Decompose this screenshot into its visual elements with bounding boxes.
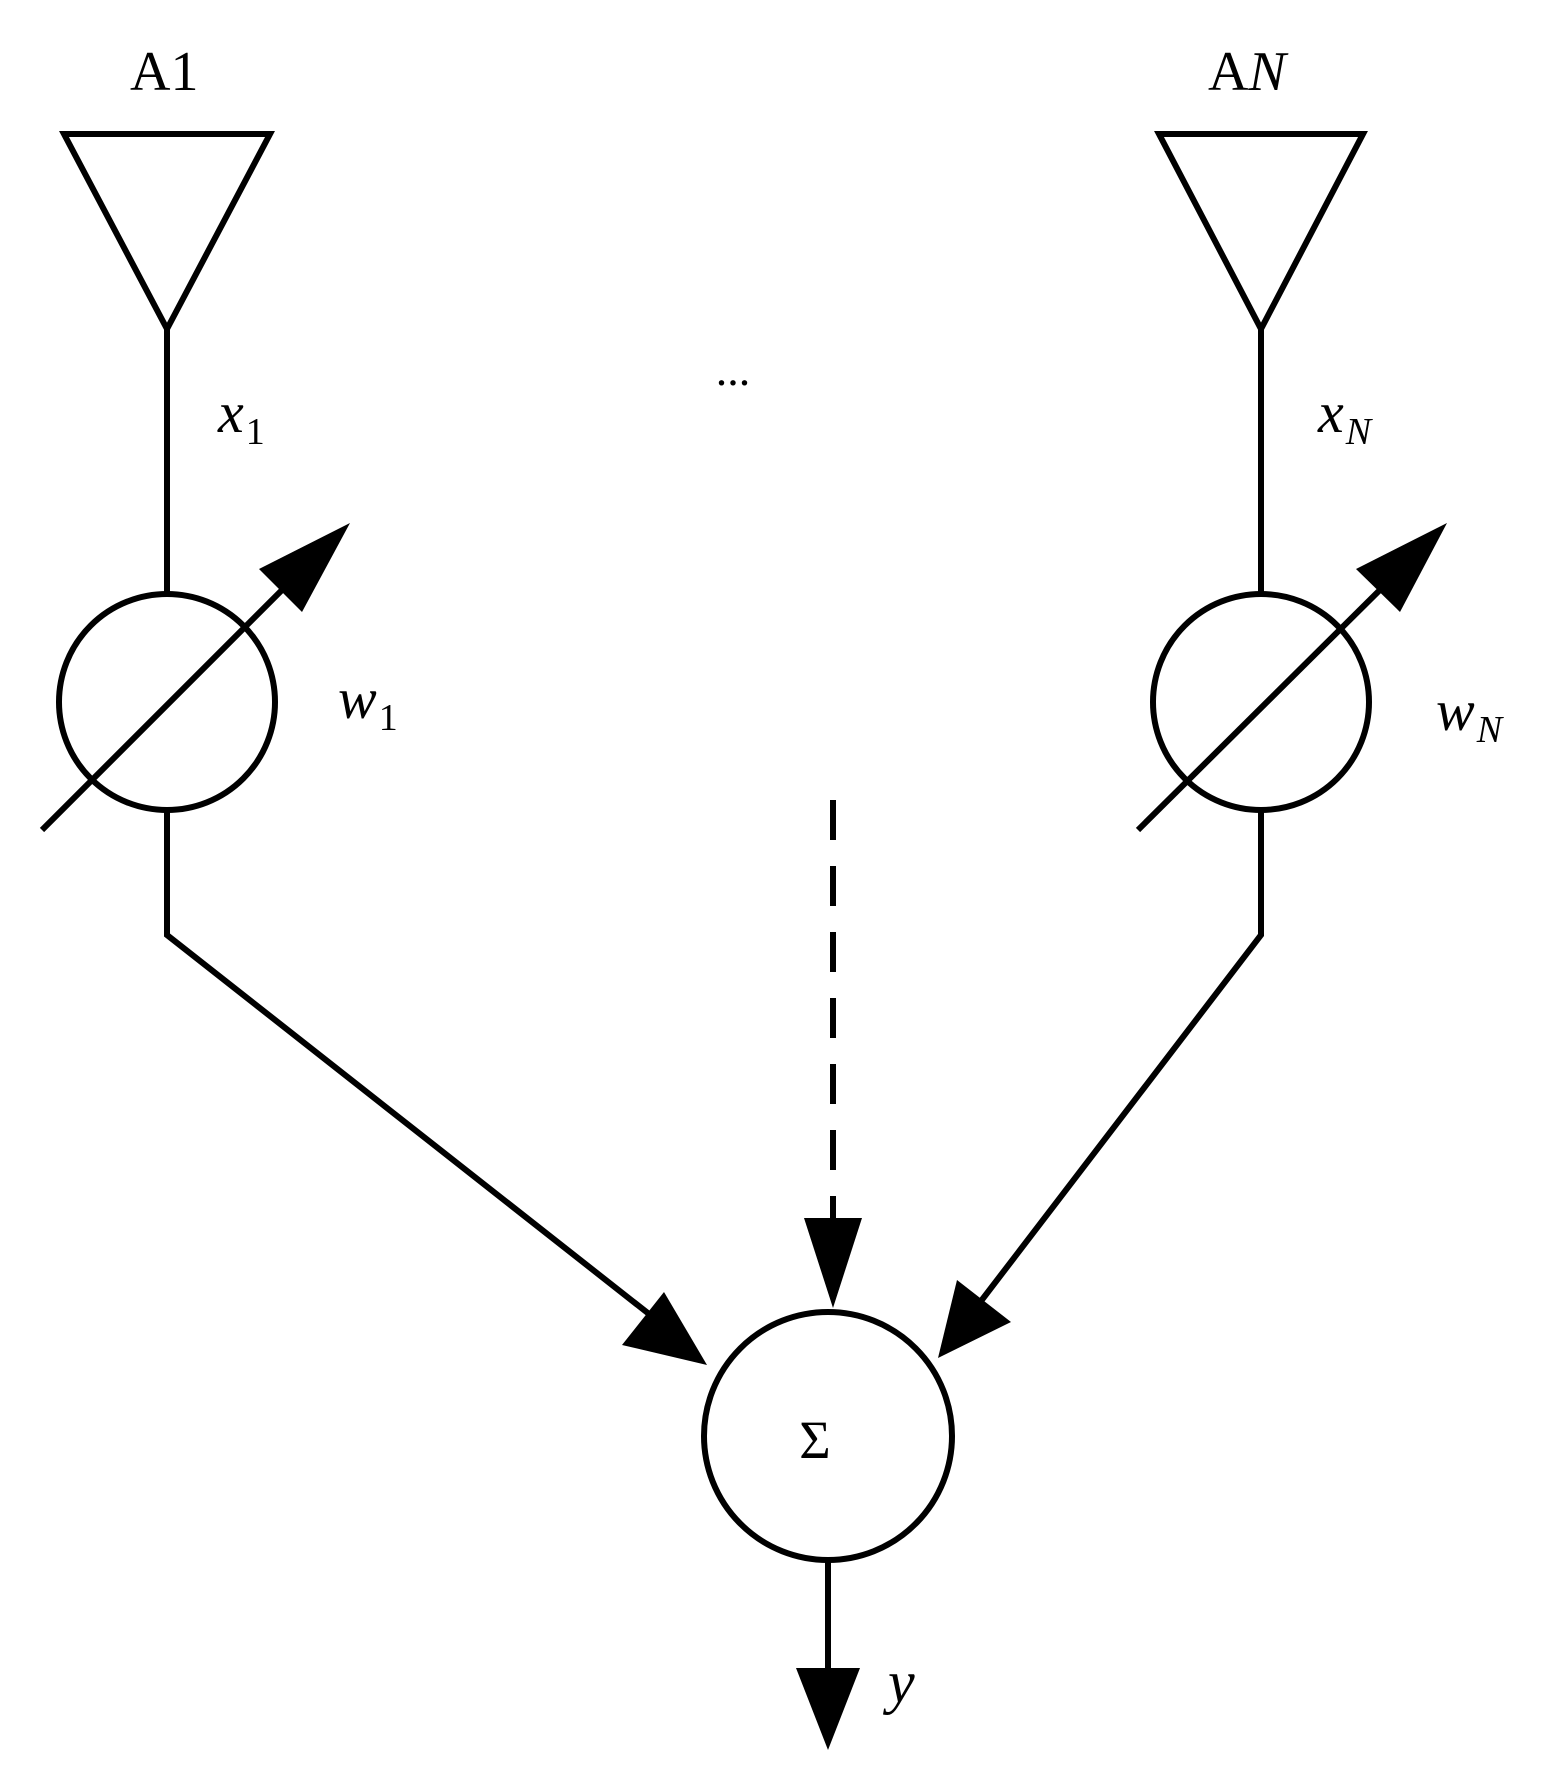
antenna-label-n: AN xyxy=(1208,41,1288,103)
weight-arrow-line-n xyxy=(1135,567,1403,833)
connector-arrow-head-1 xyxy=(622,1292,707,1365)
summing-node: Σ xyxy=(701,1309,955,1563)
signal-label-1: x1 xyxy=(217,380,265,453)
ellipsis-label: ... xyxy=(716,344,751,395)
weight-label-n: wN xyxy=(1436,678,1505,751)
dashed-arrow-head xyxy=(804,1218,862,1308)
weight-arrow-line-1 xyxy=(39,567,305,833)
antenna-branch-n: AN xN wN xyxy=(938,41,1505,1358)
connector-n xyxy=(975,810,1264,1307)
weight-arrow-head-n xyxy=(1356,523,1447,612)
weight-circle-n xyxy=(1150,591,1372,813)
summer-symbol: Σ xyxy=(799,1410,830,1470)
output-arrow-head xyxy=(796,1668,860,1750)
weight-label-1: w1 xyxy=(338,666,398,739)
antenna-label-1: A1 xyxy=(130,41,198,103)
weight-arrow-head-1 xyxy=(259,523,350,612)
connector-arrow-head-n xyxy=(938,1280,1011,1358)
connector-1 xyxy=(164,810,665,1328)
signal-label-n: xN xyxy=(1317,380,1374,453)
antenna-1-icon xyxy=(59,131,275,336)
antenna-n-icon xyxy=(1154,131,1368,336)
antenna-branch-1: A1 x1 w1 xyxy=(39,41,707,1365)
output-label: y xyxy=(882,1649,915,1715)
